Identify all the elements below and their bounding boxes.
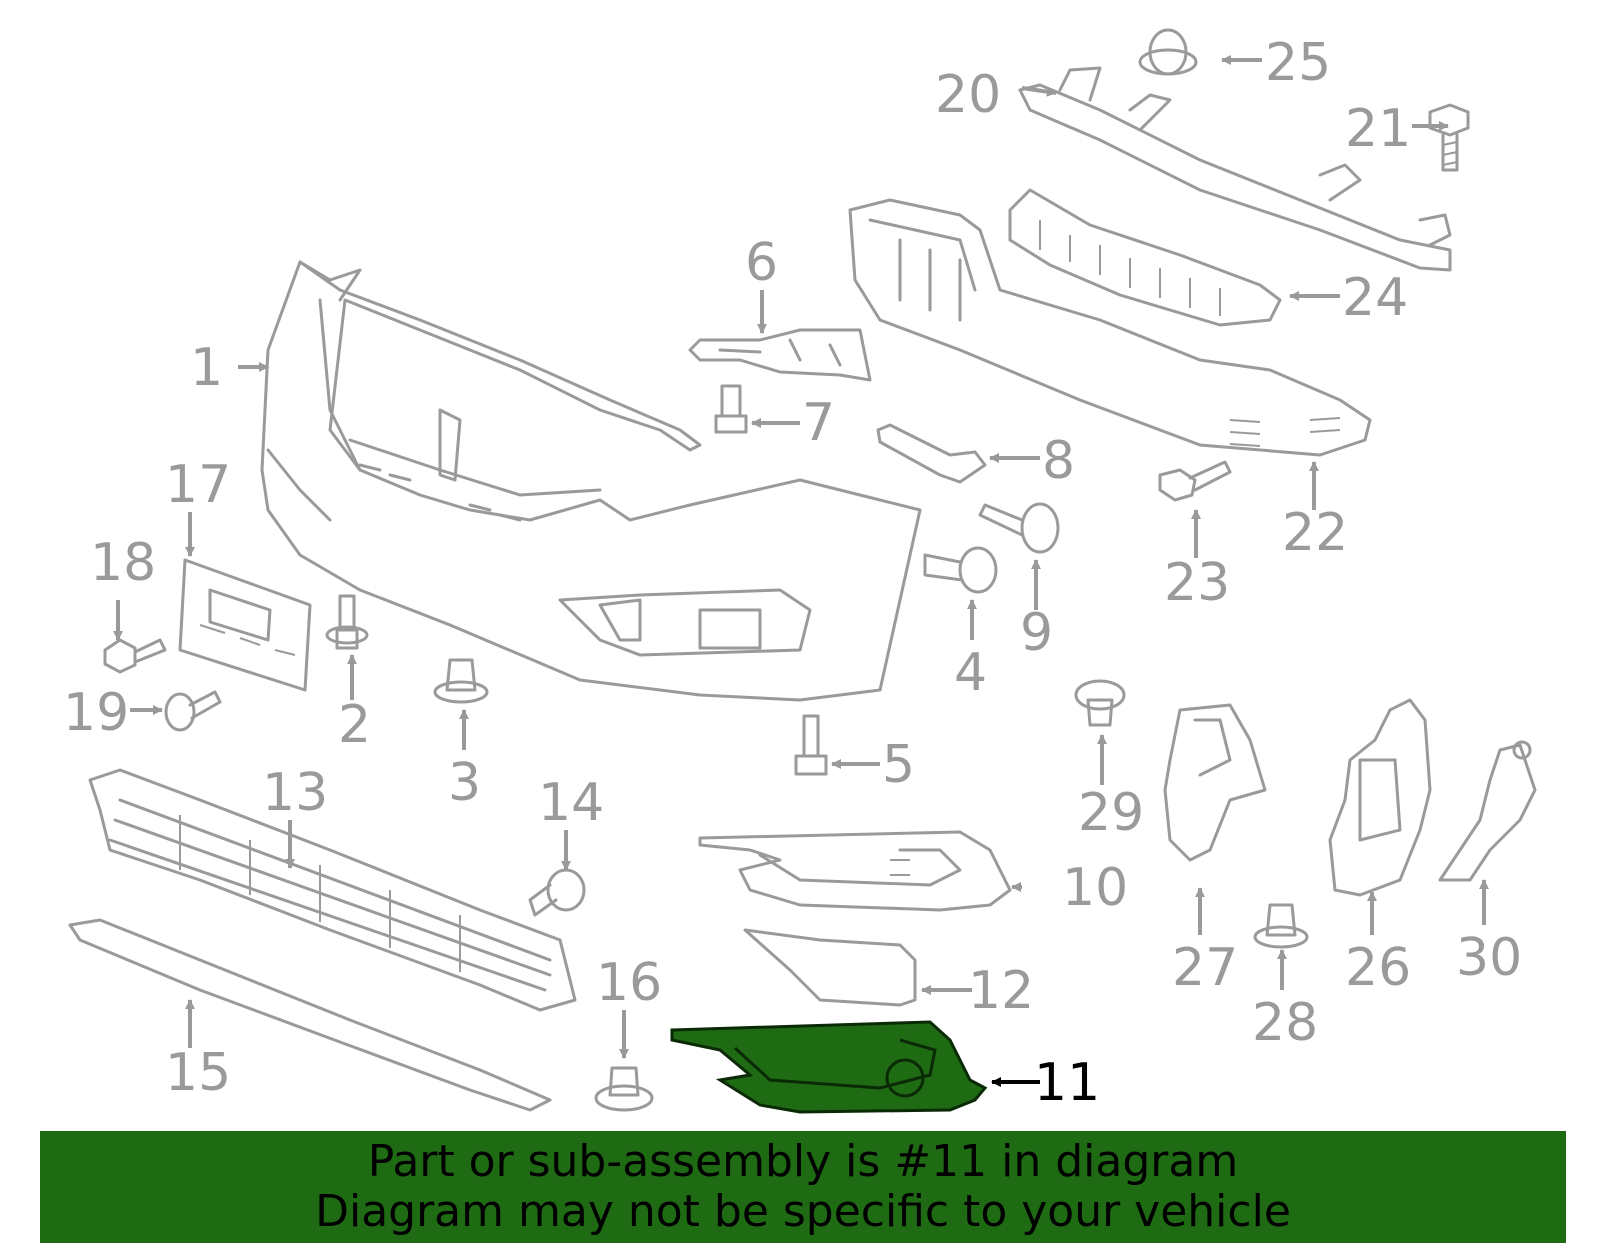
part-5-bolt — [794, 714, 828, 776]
label-8: 8 — [1042, 431, 1075, 491]
label-18: 18 — [90, 533, 156, 593]
label-25: 25 — [1265, 33, 1331, 93]
part-22-reinforcement-beam — [848, 198, 1372, 457]
label-14: 14 — [538, 773, 604, 833]
label-4: 4 — [954, 643, 987, 703]
part-30-bracket — [1438, 740, 1537, 882]
part-26-bracket — [1328, 698, 1432, 897]
label-20: 20 — [935, 65, 1001, 125]
banner-line-2: Diagram may not be specific to your vehi… — [315, 1186, 1291, 1237]
label-26: 26 — [1345, 938, 1411, 998]
label-13: 13 — [262, 763, 328, 823]
part-12-cover — [743, 928, 917, 1007]
banner-line-1: Part or sub-assembly is #11 in diagram — [367, 1136, 1239, 1187]
part-18-bolt — [103, 638, 167, 674]
label-16: 16 — [596, 953, 662, 1013]
part-25-clip — [1138, 28, 1198, 76]
part-13-grille — [88, 768, 577, 1012]
label-15: 15 — [165, 1043, 231, 1103]
label-9: 9 — [1020, 603, 1053, 663]
part-14-screw — [528, 868, 586, 917]
part-1-bumper-cover — [260, 260, 922, 702]
part-23-bolt — [1158, 460, 1232, 502]
label-28: 28 — [1252, 993, 1318, 1053]
part-19-screw — [164, 690, 222, 732]
label-11: 11 — [1034, 1053, 1100, 1113]
part-7-bolt — [714, 384, 748, 434]
part-3-clip — [433, 658, 489, 704]
label-27: 27 — [1172, 938, 1238, 998]
part-29-clip — [1074, 679, 1126, 727]
label-3: 3 — [448, 753, 481, 813]
part-17-license-bracket — [178, 558, 312, 692]
part-24-absorber — [1008, 188, 1282, 327]
label-6: 6 — [745, 233, 778, 293]
label-30: 30 — [1456, 928, 1522, 988]
part-15-lower-molding — [68, 918, 552, 1112]
label-23: 23 — [1164, 553, 1230, 613]
part-4-screw — [923, 546, 998, 594]
label-12: 12 — [968, 961, 1034, 1021]
label-5: 5 — [882, 735, 915, 795]
label-10: 10 — [1062, 858, 1128, 918]
part-16-clip — [594, 1066, 654, 1112]
info-banner: Part or sub-assembly is #11 in diagram D… — [40, 1131, 1566, 1243]
leader-arrows — [113, 55, 1489, 1087]
part-2-bolt — [325, 594, 369, 650]
part-6-bracket — [688, 328, 872, 382]
part-10-fog-garnish — [698, 830, 1012, 912]
part-28-clip — [1253, 903, 1309, 949]
label-17: 17 — [165, 455, 231, 515]
label-1: 1 — [190, 338, 223, 398]
label-24: 24 — [1342, 268, 1408, 328]
label-21: 21 — [1345, 99, 1411, 159]
part-9-screw — [978, 502, 1060, 554]
part-8-bracket — [876, 423, 987, 484]
label-7: 7 — [802, 393, 835, 453]
part-27-bracket — [1163, 703, 1267, 862]
label-22: 22 — [1282, 503, 1348, 563]
label-2: 2 — [338, 695, 371, 755]
label-19: 19 — [63, 683, 129, 743]
part-21-bolt — [1428, 103, 1470, 172]
part-20-upper-beam — [1018, 66, 1452, 272]
part-11-highlighted-garnish — [670, 1020, 988, 1114]
label-29: 29 — [1078, 783, 1144, 843]
